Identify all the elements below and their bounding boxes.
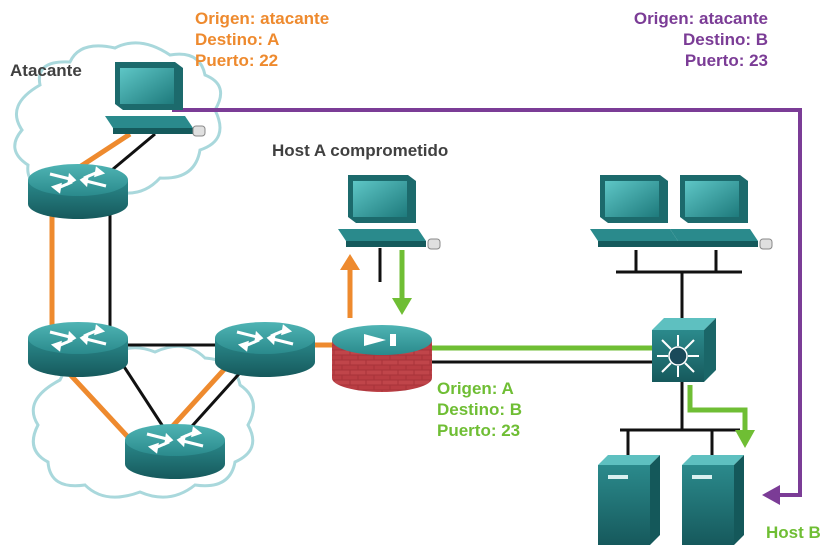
lan-computer-1[interactable] (590, 175, 678, 247)
flow-attacker-to-a-label: Origen: atacante Destino: A Puerto: 22 (195, 8, 329, 71)
flow-destination: Destino: B (683, 30, 768, 49)
lan-computer-2[interactable] (670, 175, 773, 250)
flow-attacker-to-b-label: Origen: atacante Destino: B Puerto: 23 (634, 8, 768, 71)
router-top[interactable] (28, 164, 128, 219)
flow-destination: Destino: B (437, 400, 522, 419)
direct-path (172, 108, 802, 505)
attacker-label: Atacante (10, 61, 82, 80)
attacker-computer[interactable] (105, 62, 206, 137)
flow-port: Puerto: 22 (195, 51, 279, 70)
compromised-host-a-computer[interactable] (338, 175, 441, 250)
flow-a-to-b-label: Origen: A Destino: B Puerto: 23 (437, 378, 522, 441)
flow-origin: Origen: atacante (195, 9, 330, 28)
host-b-label: Host B (766, 523, 821, 542)
server-1[interactable] (598, 455, 660, 545)
flow-port: Puerto: 23 (684, 51, 768, 70)
flow-origin: Origen: A (437, 379, 514, 398)
flow-origin: Origen: atacante (633, 9, 768, 28)
firewall[interactable] (332, 325, 432, 392)
router-bottom[interactable] (125, 424, 225, 479)
flow-port: Puerto: 23 (437, 421, 521, 440)
compromised-host-label: Host A comprometido (272, 141, 449, 160)
router-middle-left[interactable] (28, 322, 128, 377)
pivot-path (392, 250, 755, 448)
host-b-server[interactable] (682, 455, 744, 545)
flow-destination: Destino: A (195, 30, 280, 49)
switch[interactable] (652, 318, 716, 382)
router-middle-right[interactable] (215, 322, 315, 377)
